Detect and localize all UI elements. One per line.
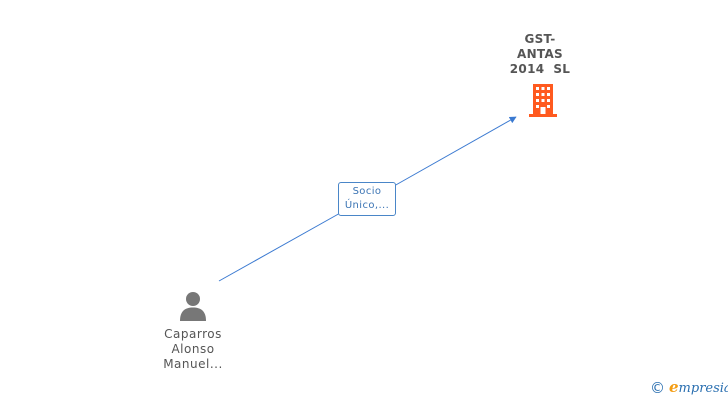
company-name-line: GST- [524,32,556,46]
person-name-line: Alonso [171,342,215,356]
relation-arrow-upper [393,116,517,187]
company-name-line: ANTAS [516,47,563,61]
person-name-line: Caparros [164,327,222,341]
empresia-watermark: © empresia [650,378,728,398]
person-name-line: Manuel... [163,357,223,371]
relation-label-line: Único,... [344,200,390,211]
company-name[interactable]: GST- ANTAS 2014 SL [498,32,582,77]
relation-line-lower [218,211,343,282]
relation-label-line: Socio [352,186,382,197]
brand-logo-rest: mpresia [678,381,728,396]
building-icon[interactable] [527,84,559,118]
brand-logo-initial: e [669,378,679,396]
relation-label[interactable]: Socio Único,... [338,182,396,216]
person-name[interactable]: Caparros Alonso Manuel... [148,327,238,372]
company-name-line: 2014 SL [509,62,571,76]
copyright-icon: © [650,378,665,397]
person-icon[interactable] [177,290,209,322]
brand-logo: empresia [669,378,728,397]
